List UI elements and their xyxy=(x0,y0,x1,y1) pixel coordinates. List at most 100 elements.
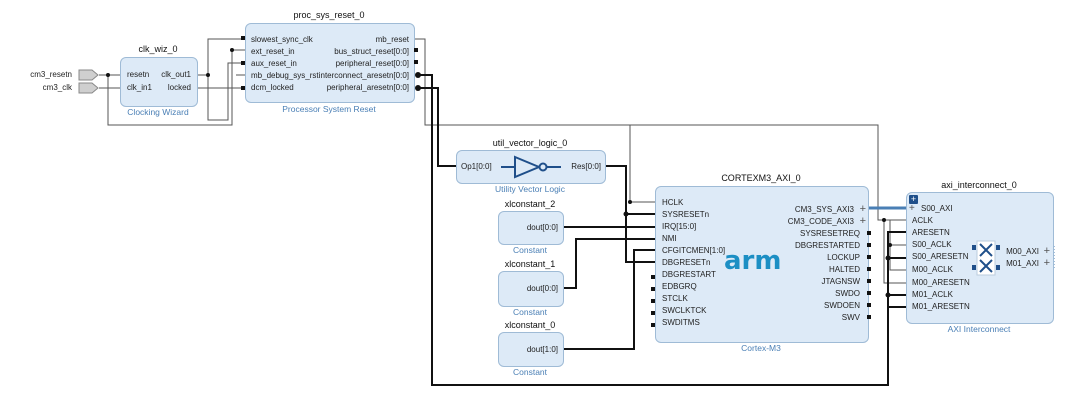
port-m00-axi: M00_AXI xyxy=(1006,247,1039,256)
crossbar-icon xyxy=(972,240,1000,276)
xlconstant-2-block[interactable]: dout[0:0] xyxy=(498,211,564,245)
expand-plus-icon[interactable]: + xyxy=(1043,257,1050,269)
proc-sys-reset-type: Processor System Reset xyxy=(282,104,376,114)
expand-plus-icon[interactable]: + xyxy=(1043,245,1050,257)
port-clk-out1: clk_out1 xyxy=(161,70,191,79)
expand-plus-icon[interactable]: + xyxy=(909,203,915,214)
wire-clk-hclk xyxy=(412,38,655,203)
wire-clk-aux xyxy=(207,62,245,121)
xlconstant-1-block[interactable]: dout[0:0] xyxy=(498,271,564,307)
util-vector-logic-type: Utility Vector Logic xyxy=(495,184,565,194)
external-port-icons[interactable] xyxy=(78,69,100,95)
arm-logo: arm xyxy=(724,246,782,276)
wire-peripheral-aresetn-op1 xyxy=(418,87,456,167)
port-locked: locked xyxy=(167,83,191,92)
port-s00-aclk: S00_ACLK xyxy=(912,240,952,249)
port-dout: dout[1:0] xyxy=(526,345,558,354)
port-peripheral-reset: peripheral_reset[0:0] xyxy=(335,59,409,68)
port-mb-reset: mb_reset xyxy=(375,35,409,44)
axi-interconnect-block[interactable]: + S00_AXI + ACLK ARESETN S00_ACLK S00_AR… xyxy=(906,192,1054,324)
port-s00-aresetn: S00_ARESETN xyxy=(912,252,969,261)
cortex-block[interactable]: HCLK SYSRESETn IRQ[15:0] NMI CFGITCMEN[1… xyxy=(655,186,869,343)
xlconstant-1-type: Constant xyxy=(512,307,548,317)
port-interconnect-aresetn: interconnect_aresetn[0:0] xyxy=(318,71,409,80)
xlconstant-2-instance-name: xlconstant_2 xyxy=(504,199,556,209)
expand-plus-icon[interactable]: + xyxy=(859,203,866,215)
port-aresetn: ARESETN xyxy=(912,228,950,237)
wire-res-sysresetn xyxy=(604,165,655,215)
port-hclk: HCLK xyxy=(662,198,684,207)
port-slowest-sync-clk: slowest_sync_clk xyxy=(251,35,313,44)
port-m01-aresetn: M01_ARESETN xyxy=(912,302,970,311)
wire-const0-cfgitcmen xyxy=(562,249,655,350)
port-s00-axi: S00_AXI xyxy=(921,204,953,213)
not-gate-icon xyxy=(501,155,561,179)
xlconstant-0-block[interactable]: dout[1:0] xyxy=(498,332,564,367)
input-port-icon xyxy=(78,82,99,94)
port-dbgrestarted: DBGRESTARTED xyxy=(794,241,860,250)
axi-interconnect-instance-name: axi_interconnect_0 xyxy=(941,180,1017,190)
wire-interconnect-aresetn xyxy=(418,74,906,386)
port-m00-aresetn: M00_ARESETN xyxy=(912,278,970,287)
cortex-type: Cortex-M3 xyxy=(741,343,781,353)
axi-interconnect-type: AXI Interconnect xyxy=(947,324,1011,334)
port-sysresetreq: SYSRESETREQ xyxy=(799,229,860,238)
xlconstant-0-type: Constant xyxy=(512,367,548,377)
wire-clk-m00 xyxy=(889,220,906,271)
port-sysresetn: SYSRESETn xyxy=(662,210,710,219)
port-cm3-sys-axi3: CM3_SYS_AXI3 xyxy=(794,205,854,214)
port-dout: dout[0:0] xyxy=(526,284,558,293)
port-nmi: NMI xyxy=(662,234,677,243)
port-mb-debug-sys-rst: mb_debug_sys_rst xyxy=(251,71,319,80)
clk-wiz-type: Clocking Wizard xyxy=(127,107,189,117)
port-irq: IRQ[15:0] xyxy=(662,222,697,231)
port-bus-struct-reset: bus_struct_reset[0:0] xyxy=(334,47,409,56)
port-swclktck: SWCLKTCK xyxy=(662,306,707,315)
clk-wiz-instance-name: clk_wiz_0 xyxy=(138,44,178,54)
port-jtagnsw: JTAGNSW xyxy=(821,277,860,286)
wire-resetn-ext-reset xyxy=(107,49,245,126)
port-aux-reset-in: aux_reset_in xyxy=(251,59,297,68)
wire-clk-m01-aclk xyxy=(883,220,906,284)
port-lockup: LOCKUP xyxy=(827,253,860,262)
port-swdoen: SWDOEN xyxy=(824,301,860,310)
wire-clk-out1-sync xyxy=(196,38,245,76)
port-dcm-locked: dcm_locked xyxy=(251,83,294,92)
clk-wiz-block[interactable]: resetn clk_in1 clk_out1 locked xyxy=(120,57,198,107)
expand-plus-icon[interactable]: + xyxy=(859,215,866,227)
port-clk-in1: clk_in1 xyxy=(127,83,152,92)
port-dbgrestart: DBGRESTART xyxy=(662,270,716,279)
wire-const1-nmi xyxy=(562,238,655,289)
port-swdo: SWDO xyxy=(835,289,860,298)
util-vector-logic-block[interactable]: Op1[0:0] Res[0:0] xyxy=(456,150,606,184)
port-cm3-clk-label: cm3_clk xyxy=(42,83,72,92)
wire-res-dbgresetn xyxy=(625,214,655,263)
port-resetn: resetn xyxy=(127,70,150,79)
port-peripheral-aresetn: peripheral_aresetn[0:0] xyxy=(326,83,409,92)
util-vector-logic-instance-name: util_vector_logic_0 xyxy=(492,138,568,148)
port-stclk: STCLK xyxy=(662,294,688,303)
port-aclk: ACLK xyxy=(912,216,933,225)
port-res: Res[0:0] xyxy=(571,162,601,171)
input-port-icon xyxy=(78,69,99,81)
xlconstant-2-type: Constant xyxy=(512,245,548,255)
port-dbgresetn: DBGRESETn xyxy=(662,258,711,267)
port-m01-axi: M01_AXI xyxy=(1006,259,1039,268)
collapse-plus-icon[interactable]: + xyxy=(909,194,918,204)
port-swv: SWV xyxy=(841,313,860,322)
port-ext-reset-in: ext_reset_in xyxy=(251,47,295,56)
port-cm3-code-axi3: CM3_CODE_AXI3 xyxy=(787,217,854,226)
port-halted: HALTED xyxy=(829,265,860,274)
xlconstant-1-instance-name: xlconstant_1 xyxy=(504,259,556,269)
xlconstant-0-instance-name: xlconstant_0 xyxy=(504,320,556,330)
cortex-instance-name: CORTEXM3_AXI_0 xyxy=(721,173,801,183)
port-dout: dout[0:0] xyxy=(526,223,558,232)
port-m01-aclk: M01_ACLK xyxy=(912,290,953,299)
proc-sys-reset-instance-name: proc_sys_reset_0 xyxy=(293,10,365,20)
port-edbgrq: EDBGRQ xyxy=(662,282,697,291)
port-swditms: SWDITMS xyxy=(662,318,700,327)
proc-sys-reset-block[interactable]: slowest_sync_clk ext_reset_in aux_reset_… xyxy=(245,23,415,103)
port-op1: Op1[0:0] xyxy=(461,162,492,171)
wire-clk-aclk xyxy=(630,124,906,221)
